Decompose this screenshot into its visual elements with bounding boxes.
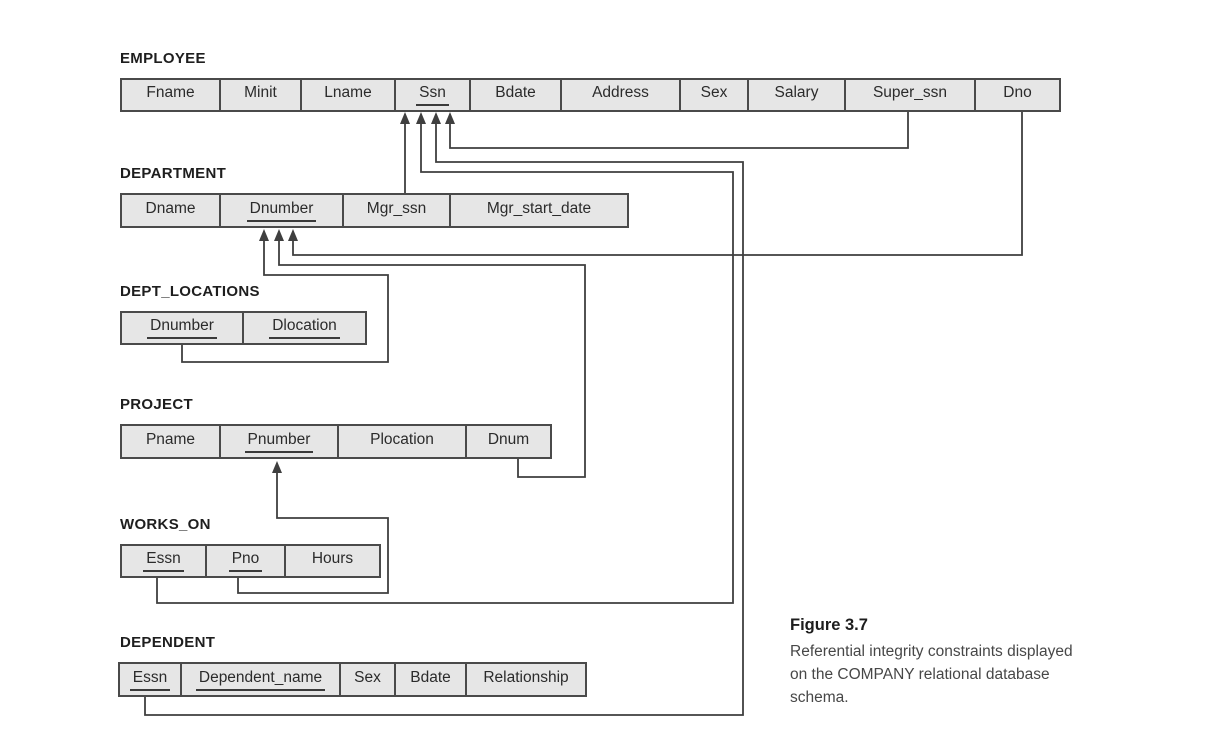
employee-col-sex: Sex: [679, 80, 747, 110]
table-title-works-on: WORKS_ON: [120, 516, 211, 533]
dept-locations-col-dnumber: Dnumber: [122, 313, 242, 343]
table-employee: Fname Minit Lname Ssn Bdate Address Sex …: [120, 78, 1061, 112]
department-col-dname: Dname: [145, 199, 196, 217]
table-title-project: PROJECT: [120, 396, 193, 413]
fk-arrowhead-dnum: [274, 229, 284, 241]
dependent-col-dependent-name: Dependent_name: [180, 664, 339, 695]
figure-caption-line: on the COMPANY relational database: [790, 666, 1050, 683]
employee-col-minit: Minit: [219, 80, 300, 110]
fk-arrowhead-dependent-essn: [431, 112, 441, 124]
fk-arrowhead-works-on-essn: [416, 112, 426, 124]
table-dept-locations: Dnumber Dlocation: [120, 311, 367, 345]
works-on-col-essn: Essn: [122, 546, 205, 576]
table-title-dept-locations: DEPT_LOCATIONS: [120, 283, 260, 300]
table-project: Pname Pnumber Plocation Dnum: [120, 424, 552, 459]
fk-arrowhead-mgr-ssn: [400, 112, 410, 124]
employee-col-lname: Lname: [300, 80, 394, 110]
employee-col-fname: Fname: [146, 84, 195, 101]
table-department: Dname Dnumber Mgr_ssn Mgr_start_date: [120, 193, 629, 228]
table-title-department: DEPARTMENT: [120, 165, 227, 182]
dependent-col-sex: Sex: [339, 664, 394, 695]
works-on-col-pno: Pno: [205, 546, 284, 576]
employee-col-super-ssn: Super_ssn: [844, 80, 974, 110]
dept-locations-col-dlocation: Dlocation: [242, 313, 365, 343]
dependent-col-relationship: Relationship: [465, 664, 585, 695]
project-col-plocation: Plocation: [337, 426, 465, 457]
dependent-col-bdate: Bdate: [394, 664, 465, 695]
project-col-pname: Pname: [145, 430, 196, 448]
fk-arrowhead-pno: [272, 461, 282, 473]
dependent-col-essn: Essn: [120, 664, 180, 695]
department-col-dnumber: Dnumber: [219, 195, 342, 226]
figure-caption: Figure 3.7 Referential integrity constra…: [790, 616, 1190, 709]
department-col-mgr-ssn: Mgr_ssn: [342, 195, 449, 226]
employee-col-address: Address: [560, 80, 679, 110]
figure-caption-line: Referential integrity constraints displa…: [790, 643, 1073, 660]
fk-arrowhead-dept-locations-dnumber: [259, 229, 269, 241]
fk-arrowhead-super-ssn: [445, 112, 455, 124]
table-dependent: Essn Dependent_name Sex Bdate Relationsh…: [118, 662, 587, 697]
fk-arrowhead-dno: [288, 229, 298, 241]
employee-col-ssn: Ssn: [394, 80, 469, 110]
figure-caption-title: Figure 3.7: [790, 616, 868, 634]
table-title-employee: EMPLOYEE: [120, 50, 206, 67]
project-col-dnum: Dnum: [465, 426, 550, 457]
fk-line-dno-to-dnumber: [292, 112, 1023, 256]
fk-line-super-ssn-to-ssn: [449, 112, 909, 149]
project-col-pnumber: Pnumber: [219, 426, 337, 457]
employee-col-salary: Salary: [747, 80, 844, 110]
employee-col-dno: Dno: [974, 80, 1059, 110]
works-on-col-hours: Hours: [284, 546, 379, 576]
figure-caption-line: schema.: [790, 689, 849, 706]
table-works-on: Essn Pno Hours: [120, 544, 381, 578]
table-title-dependent: DEPENDENT: [120, 634, 216, 651]
department-col-mgr-start-date: Mgr_start_date: [449, 195, 627, 226]
employee-col-bdate: Bdate: [469, 80, 560, 110]
